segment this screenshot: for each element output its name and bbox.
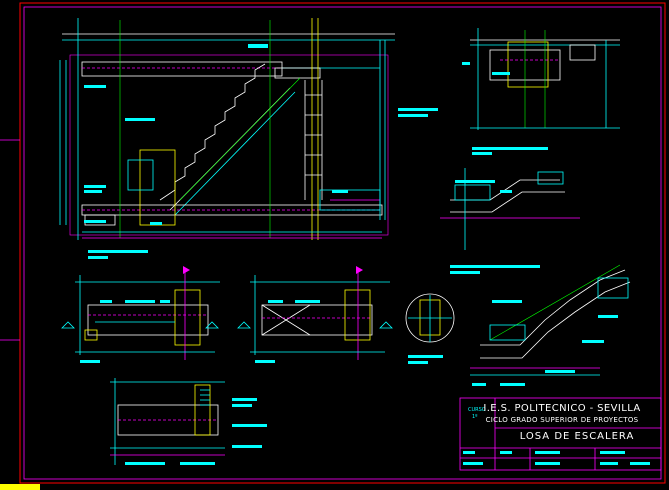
bottom-plan-detail [110, 378, 267, 465]
detail-section-a [61, 266, 220, 363]
title-block-course: CICLO GRADO SUPERIOR DE PROYECTOS [485, 416, 639, 424]
detail-section-b [237, 266, 393, 363]
title-block-curso-label: CURSO [468, 407, 486, 413]
title-block-school: I.E.S. POLITECNICO - SEVILLA [483, 403, 641, 414]
title-block-frame [459, 397, 662, 471]
main-stair-elevation [59, 18, 395, 259]
sheet-inner-frame [23, 6, 662, 480]
title-block-curso-value: 1º [472, 414, 478, 420]
top-right-landing-detail [398, 28, 620, 130]
stair-reinforcement-detail [470, 264, 631, 386]
status-bar-marker [0, 484, 40, 490]
title-block-drawing-title: LOSA DE ESCALERA [519, 431, 635, 442]
circle-zoom-detail [405, 293, 455, 364]
sheet-outer-border [19, 2, 666, 484]
stair-section-detail [440, 147, 580, 274]
